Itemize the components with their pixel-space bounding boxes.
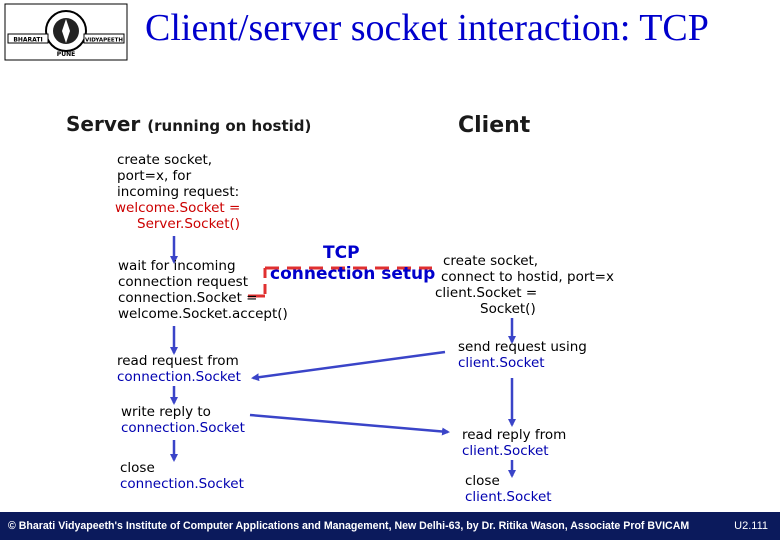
server-wait-line: welcome.Socket.accept()	[118, 306, 288, 322]
client-read-socket: client.Socket	[462, 443, 549, 459]
page-title: Client/server socket interaction: TCP	[145, 7, 709, 49]
client-create-block: create socket, connect to hostid, port=x…	[435, 253, 614, 317]
server-read-socket: connection.Socket	[117, 369, 241, 385]
server-read-line: read request from	[117, 353, 239, 369]
page-number: U2.111	[734, 520, 768, 532]
logo-right-text: VIDYAPEETH	[85, 38, 123, 44]
server-write-socket: connection.Socket	[121, 420, 245, 436]
server-create-line: create socket,	[117, 152, 213, 168]
client-create-line: connect to hostid, port=x	[441, 269, 614, 285]
server-close-line: close	[120, 460, 155, 476]
server-wait-line: wait for incoming	[118, 258, 236, 274]
server-create-block: create socket, port=x, for incoming requ…	[115, 152, 241, 232]
client-header: Client	[458, 113, 531, 138]
client-create-line: Socket()	[480, 301, 536, 317]
client-send-socket: client.Socket	[458, 355, 545, 371]
client-send-line: send request using	[458, 339, 587, 355]
server-create-call: welcome.Socket =	[115, 200, 241, 216]
server-close-socket: connection.Socket	[120, 476, 244, 492]
client-close-socket: client.Socket	[465, 489, 552, 505]
server-read-block: read request from connection.Socket	[117, 353, 241, 385]
client-close-block: close client.Socket	[465, 473, 552, 505]
server-write-block: write reply to connection.Socket	[121, 404, 245, 436]
client-send-block: send request using client.Socket	[458, 339, 587, 371]
server-create-line: port=x, for	[117, 168, 192, 184]
server-close-block: close connection.Socket	[120, 460, 244, 492]
client-create-line: client.Socket =	[435, 285, 538, 301]
client-read-block: read reply from client.Socket	[462, 427, 566, 459]
reply-arrow	[249, 413, 450, 436]
tcp-label: TCP	[323, 243, 360, 263]
server-create-line: incoming request:	[117, 184, 240, 200]
request-arrow	[251, 350, 446, 382]
footer-text: © Bharati Vidyapeeth's Institute of Comp…	[8, 520, 690, 532]
server-header: Server (running on hostid)	[66, 112, 311, 136]
connection-setup-label: connection setup	[270, 264, 436, 284]
logo-left-text: BHARATI	[13, 37, 42, 44]
server-wait-block: wait for incoming connection request con…	[118, 258, 288, 322]
server-create-call: Server.Socket()	[137, 216, 241, 232]
client-read-line: read reply from	[462, 427, 567, 443]
server-wait-line: connection request	[118, 274, 248, 290]
server-header-sub: (running on hostid)	[147, 117, 312, 135]
client-close-line: close	[465, 473, 500, 489]
logo-bottom-text: PUNE	[57, 51, 75, 58]
server-header-main: Server	[66, 112, 141, 136]
institute-logo: BHARATI VIDYAPEETH PUNE	[4, 3, 128, 61]
server-wait-line: connection.Socket =	[118, 290, 258, 306]
server-write-line: write reply to	[121, 404, 211, 420]
client-create-line: create socket,	[443, 253, 539, 269]
footer-bar: © Bharati Vidyapeeth's Institute of Comp…	[0, 512, 780, 540]
